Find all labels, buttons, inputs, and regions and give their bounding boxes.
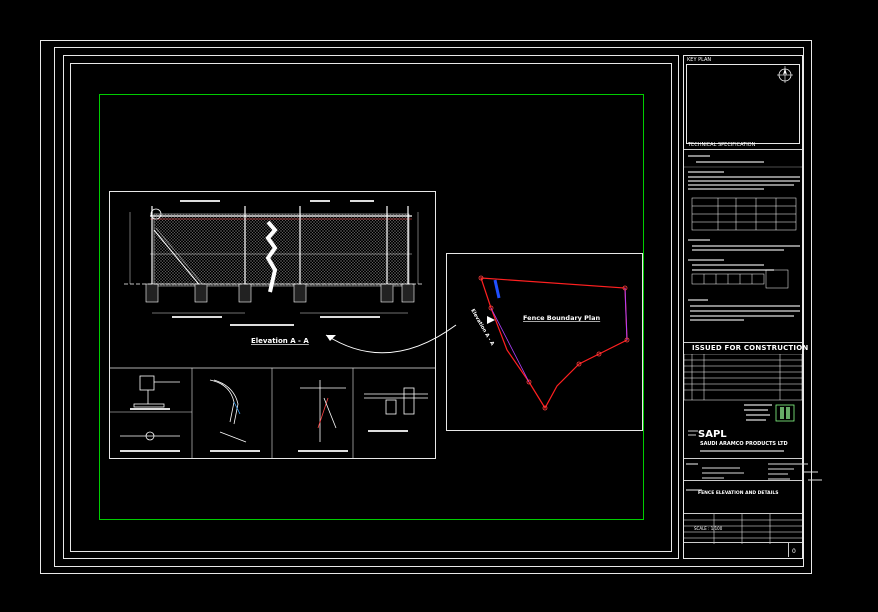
inner-border <box>54 47 804 567</box>
tb-line <box>684 480 802 481</box>
fence-elevation-drawing: Elevation A - A <box>110 200 435 458</box>
viewport-frame[interactable] <box>99 94 644 520</box>
arabic-name <box>700 450 784 452</box>
annotation-marks <box>786 463 822 481</box>
company-name: SAUDI ARAMCO PRODUCTS LTD <box>700 441 788 447</box>
drawing-border-1 <box>63 55 679 559</box>
issued-for-construction: ISSUED FOR CONSTRUCTION <box>692 344 809 352</box>
tb-line <box>684 149 802 150</box>
elevation-sheet[interactable]: Elevation A - A <box>109 191 436 459</box>
reference-arc <box>325 324 457 354</box>
company-logo: SAPL <box>688 404 795 440</box>
revision-number: 0 <box>792 548 796 555</box>
rev-box <box>788 542 802 557</box>
drawing-info-table <box>684 514 802 544</box>
tb-line <box>684 542 802 543</box>
key-plan-box <box>686 64 800 144</box>
fence-boundary-plan: Fence Boundary Plan Elevation A - A <box>469 275 630 411</box>
outer-border <box>40 40 812 574</box>
chain-link-mesh <box>153 213 410 287</box>
spec-text-lines <box>684 155 802 321</box>
plan-sheet[interactable]: Fence Boundary Plan Elevation A - A <box>446 253 643 431</box>
tb-line <box>684 458 802 459</box>
tech-spec-heading: TECHNICAL SPECIFICATION <box>688 142 756 148</box>
tb-line <box>684 513 802 514</box>
svg-text:SAPL: SAPL <box>698 429 727 440</box>
boundary-polygon <box>480 277 628 410</box>
drawing-title: FENCE ELEVATION AND DETAILS <box>698 491 779 496</box>
north-arrow-icon <box>776 64 794 84</box>
key-plan-label: KEY PLAN <box>687 57 712 63</box>
scale-label: SCALE : 1/100 <box>694 526 723 531</box>
elevation-title: Elevation A - A <box>251 337 309 345</box>
tb-line <box>684 342 802 343</box>
section-marker <box>493 279 501 299</box>
revision-table <box>684 354 802 401</box>
plan-title: Fence Boundary Plan <box>523 314 601 322</box>
drawing-border-2 <box>70 63 672 552</box>
